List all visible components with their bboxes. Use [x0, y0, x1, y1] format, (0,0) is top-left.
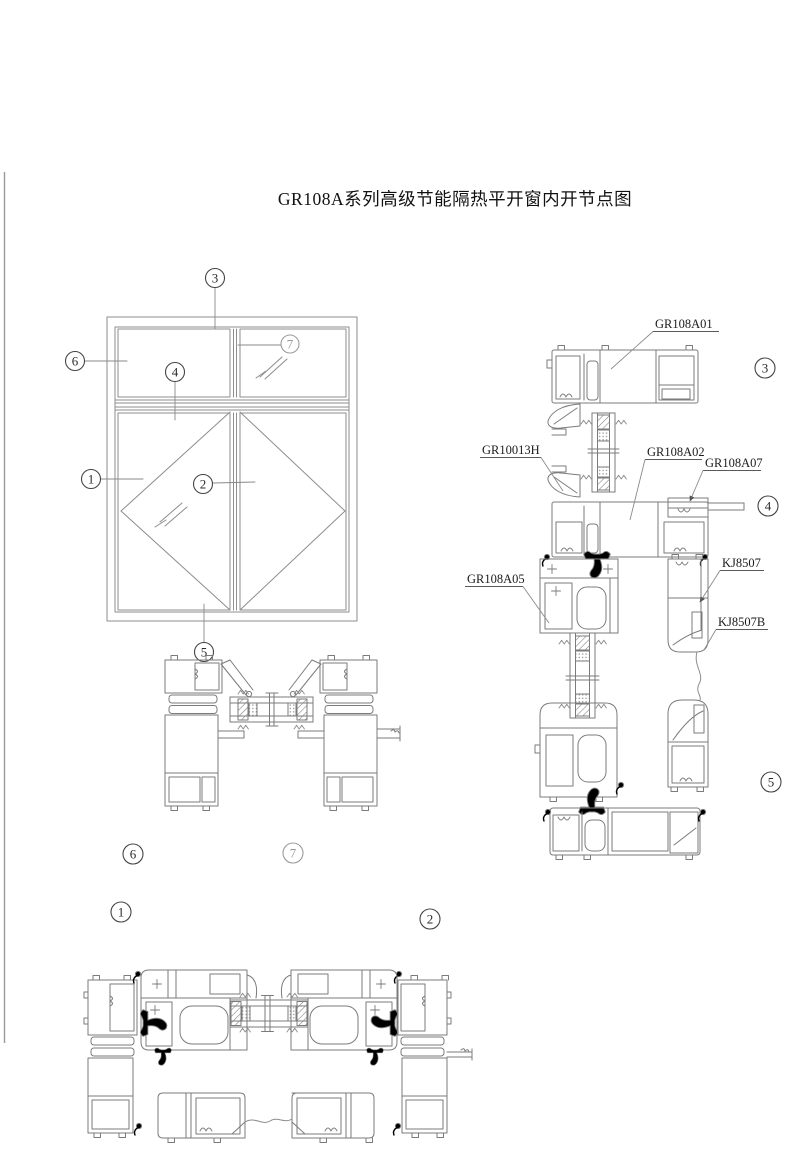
callout-7: 7 [280, 334, 300, 354]
elevation-drawing [84, 287, 358, 643]
svg-text:6: 6 [72, 354, 79, 369]
callout-5: 5 [193, 641, 215, 663]
svg-text:5: 5 [201, 645, 208, 660]
vertical-section-callouts: 3 4 5 [754, 357, 782, 793]
svg-text:2: 2 [200, 477, 207, 492]
svg-text:3: 3 [212, 271, 219, 286]
page-title: GR108A系列高级节能隔热平开窗内开节点图 [278, 189, 632, 209]
callout-7: 7 [282, 842, 304, 864]
part-label-gr10013h: GR10013H [482, 443, 540, 457]
callout-3: 3 [754, 357, 776, 379]
part-label-gr108a05: GR108A05 [467, 572, 525, 586]
bottom-section-callouts: 1 2 [110, 901, 441, 930]
part-label-kj8507: KJ8507 [722, 556, 761, 570]
callout-2: 2 [192, 473, 214, 495]
svg-text:4: 4 [765, 499, 772, 514]
svg-text:1: 1 [118, 905, 125, 920]
vertical-section-drawing [534, 345, 745, 860]
svg-text:6: 6 [130, 847, 137, 862]
callout-5: 5 [760, 771, 782, 793]
svg-text:3: 3 [762, 361, 769, 376]
elevation-callouts: 3 6 4 7 1 2 5 [64, 267, 300, 663]
svg-text:2: 2 [427, 912, 434, 927]
part-label-gr108a07: GR108A07 [705, 456, 763, 470]
svg-text:7: 7 [287, 337, 294, 352]
glass-mark-top [255, 356, 288, 380]
vertical-section-labels: GR108A01 GR10013H GR108A02 GR108A07 GR10… [465, 317, 768, 651]
svg-text:1: 1 [88, 472, 95, 487]
callout-6: 6 [122, 843, 144, 865]
callout-2: 2 [419, 908, 441, 930]
mid-horizontal-section-drawing [164, 655, 401, 811]
bottom-horizontal-section-drawing [83, 969, 473, 1143]
part-label-gr108a01: GR108A01 [655, 317, 713, 331]
callout-1: 1 [80, 468, 102, 490]
glass-mark-bottom [154, 502, 188, 528]
svg-text:4: 4 [172, 365, 179, 380]
svg-text:7: 7 [290, 846, 297, 861]
callout-4: 4 [164, 361, 186, 383]
callout-3: 3 [204, 267, 226, 289]
part-label-gr108a02: GR108A02 [647, 445, 705, 459]
svg-text:5: 5 [768, 775, 775, 790]
part-label-kj8507b: KJ8507B [718, 615, 765, 629]
callout-4: 4 [757, 495, 779, 517]
mid-section-callouts: 6 7 [122, 842, 304, 865]
callout-1: 1 [110, 901, 132, 923]
callout-6: 6 [64, 350, 86, 372]
